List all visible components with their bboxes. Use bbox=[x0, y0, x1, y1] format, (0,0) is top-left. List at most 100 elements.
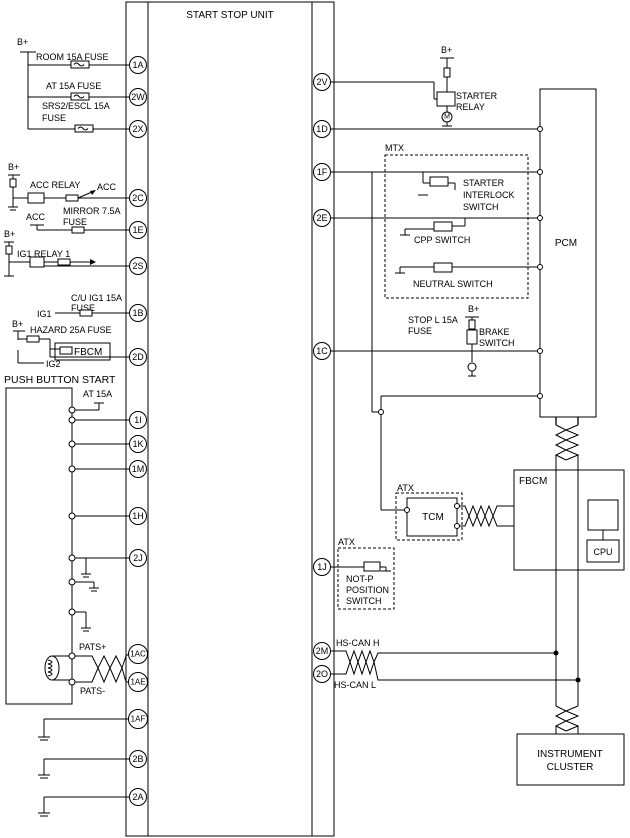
ig1-relay-fuse-icon bbox=[57, 258, 71, 266]
tcm-label: TCM bbox=[422, 512, 444, 523]
ig1-relay-group: B+ IG1 RELAY 1 bbox=[4, 229, 130, 277]
starter-interlock-bus bbox=[371, 172, 538, 511]
instrument-cluster: INSTRUMENT CLUSTER bbox=[516, 733, 625, 786]
hs-can-group: HS-CAN H HS-CAN L bbox=[331, 638, 578, 690]
pin-1I-label: 1I bbox=[134, 415, 142, 425]
pin-1AC-label: 1AC bbox=[130, 650, 146, 659]
brake-switch-label-2: SWITCH bbox=[479, 338, 515, 348]
atx-box-1 bbox=[395, 492, 463, 541]
ig1-label: IG1 bbox=[37, 309, 52, 319]
fbcm-label: FBCM bbox=[519, 476, 547, 487]
acc-relay-fuse-icon bbox=[65, 194, 79, 202]
fbcm: FBCM CPU bbox=[513, 469, 625, 571]
at-fuse-icon bbox=[70, 92, 90, 101]
acc-label-2: ACC bbox=[26, 212, 46, 222]
bottom-left-grounds bbox=[38, 718, 130, 817]
brake-switch-group: B+ STOP L 15A FUSE BRAKE SWITCH bbox=[408, 304, 515, 377]
room-fuse-icon bbox=[70, 60, 90, 69]
stop-fuse-label-2: FUSE bbox=[408, 326, 432, 336]
pin-1E-label: 1E bbox=[132, 225, 143, 235]
starter-interlock-switch-icon bbox=[429, 176, 449, 187]
instrument-cluster-label-2: CLUSTER bbox=[547, 762, 594, 773]
pin-1C bbox=[313, 342, 331, 360]
push-button-start: PUSH BUTTON START AT 15A bbox=[4, 374, 130, 705]
pin-1C-label: 1C bbox=[316, 346, 328, 356]
srs-fuse-label-2: FUSE bbox=[42, 113, 66, 123]
mtx-box bbox=[384, 154, 529, 299]
pin-2S-label: 2S bbox=[132, 261, 143, 271]
pin-2A-label: 2A bbox=[132, 792, 143, 802]
ig1-fuse-icon bbox=[5, 245, 13, 255]
svg-text:M: M bbox=[444, 114, 450, 121]
cu-fuse-label-2: FUSE bbox=[71, 303, 95, 313]
pin-2O bbox=[313, 665, 331, 683]
neutral-switch-icon bbox=[433, 262, 453, 273]
brake-lamp-icon bbox=[467, 362, 477, 372]
neutral-switch-label: NEUTRAL SWITCH bbox=[413, 279, 493, 289]
pin-1B-label: 1B bbox=[132, 308, 143, 318]
pin-2E bbox=[313, 209, 331, 227]
notp-label-3: SWITCH bbox=[346, 596, 382, 606]
pin-2B-label: 2B bbox=[132, 754, 143, 764]
instrument-cluster-label-1: INSTRUMENT bbox=[537, 749, 603, 760]
mirror-fuse-icon bbox=[71, 226, 85, 234]
pin-2X-label: 2X bbox=[132, 124, 143, 134]
stop-fuse-icon bbox=[468, 319, 476, 330]
can-bus-vertical bbox=[553, 417, 581, 734]
bplus-label-1: B+ bbox=[17, 37, 28, 47]
ig1-relay-label: IG1 RELAY 1 bbox=[17, 249, 70, 259]
notp-label-2: POSITION bbox=[346, 585, 389, 595]
pin-2E-label: 2E bbox=[316, 213, 327, 223]
start-stop-unit: START STOP UNIT bbox=[125, 1, 335, 837]
mirror-fuse-group: ACC MIRROR 7.5A FUSE bbox=[26, 206, 130, 234]
bplus-label-3: B+ bbox=[4, 229, 15, 239]
acc-fuse-icon bbox=[9, 178, 17, 188]
starter-relay-group: B+ M STARTER RELAY bbox=[331, 45, 498, 127]
starter-relay-label-1: STARTER bbox=[456, 91, 498, 101]
cu-fuse-label-1: C/U IG1 15A bbox=[71, 293, 122, 303]
hazard-fuse-group: B+ HAZARD 25A FUSE FBCM IG2 bbox=[12, 319, 130, 369]
acc-relay-label: ACC RELAY bbox=[30, 180, 80, 190]
left-pins: 1A 2W 2X 2C 1E 2S 1B 2D 1I 1K 1M 1H 2J 1… bbox=[128, 56, 148, 806]
acc-relay-group: B+ ACC RELAY ACC bbox=[8, 162, 130, 211]
pats-minus-label: PATS- bbox=[80, 686, 105, 696]
pin-1F-label: 1F bbox=[317, 167, 328, 177]
pin-1K-label: 1K bbox=[132, 439, 143, 449]
pcm-box bbox=[539, 88, 597, 418]
pin-2V bbox=[313, 73, 331, 91]
fbcm-transceiver-box bbox=[587, 499, 619, 531]
cu-fuse-group: C/U IG1 15A FUSE IG1 bbox=[37, 293, 130, 319]
starter-interlock-label-3: SWITCH bbox=[463, 202, 499, 212]
notp-label-1: NOT-P bbox=[346, 574, 374, 584]
push-button-start-title: PUSH BUTTON START bbox=[4, 374, 116, 386]
at-fuse-label: AT 15A FUSE bbox=[46, 81, 101, 91]
room-fuse-label: ROOM 15A FUSE bbox=[36, 52, 109, 62]
pin-1J-label: 1J bbox=[317, 562, 327, 572]
starter-interlock-label-2: INTERLOCK bbox=[463, 190, 515, 200]
pin-1D-label: 1D bbox=[316, 124, 328, 134]
at15a-label: AT 15A bbox=[83, 389, 112, 399]
stop-fuse-label-1: STOP L 15A bbox=[408, 315, 458, 325]
pin-2C-label: 2C bbox=[132, 193, 144, 203]
tcm-group: ATX TCM bbox=[395, 483, 600, 541]
atx-label-2: ATX bbox=[338, 537, 355, 547]
acc-relay-icon bbox=[27, 192, 45, 204]
pin-1AF-label: 1AF bbox=[131, 715, 146, 724]
cpu-label: CPU bbox=[593, 547, 612, 557]
pin-2V-label: 2V bbox=[316, 77, 327, 87]
starter-relay-icon bbox=[436, 91, 456, 107]
pcm: PCM bbox=[331, 88, 597, 418]
tcm-box bbox=[406, 497, 458, 537]
bplus-label-6: B+ bbox=[468, 304, 479, 314]
pin-1J bbox=[313, 558, 331, 576]
hs-can-l-label: HS-CAN L bbox=[334, 680, 376, 690]
srs-fuse-icon bbox=[74, 124, 94, 133]
fbcm-small-label: FBCM bbox=[74, 347, 102, 358]
atx-label-1: ATX bbox=[397, 483, 414, 493]
cpp-switch-label: CPP SWITCH bbox=[414, 235, 470, 245]
start-stop-unit-title: START STOP UNIT bbox=[186, 10, 273, 21]
atx-box-2 bbox=[337, 547, 395, 610]
pin-1A-label: 1A bbox=[132, 60, 143, 70]
bplus-label-2: B+ bbox=[8, 162, 19, 172]
hs-can-h-label: HS-CAN H bbox=[336, 638, 380, 648]
